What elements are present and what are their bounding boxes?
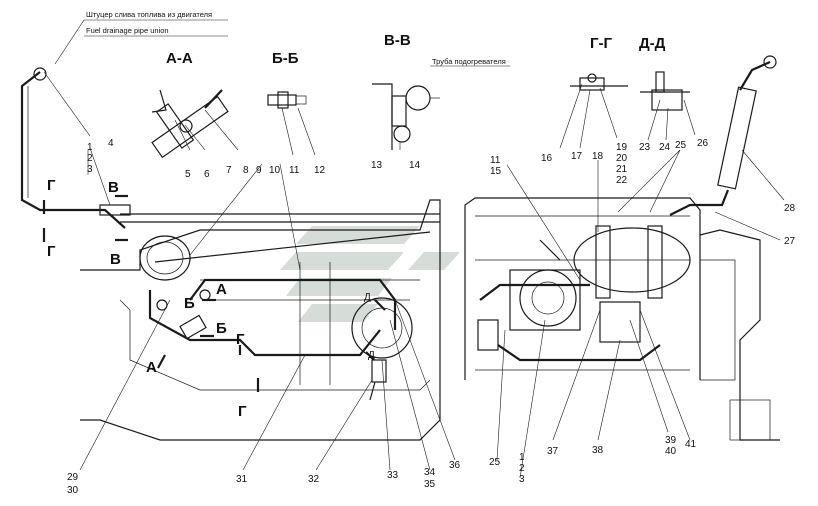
cut-marker-a-top: А [216,281,227,298]
callout-3: 3 [87,164,93,175]
heater-pipe [669,55,777,216]
callout-14: 14 [409,160,421,171]
heater-pipe-label: Труба подогревателя [432,57,506,66]
callout-16: 16 [541,153,553,164]
cut-marker-v-bottom: В [110,251,121,268]
engine-compartment [464,197,780,441]
callout-19: 19 [616,142,628,153]
callout-8: 8 [243,165,249,176]
callout-28: 28 [784,203,796,214]
callout-34: 34 [424,467,436,478]
leader-lines [54,19,785,479]
callout-5: 5 [185,169,191,180]
callout-17: 17 [571,151,583,162]
callout-11: 11 [289,165,300,176]
callout-32: 32 [308,474,320,485]
drain-pipe [20,67,131,229]
callout-21: 21 [616,164,628,175]
detail-vv [372,83,440,150]
detail-gg [570,73,628,91]
callout-3-bottom: 3 [519,474,525,485]
section-title-vv: В-В [384,32,411,49]
cut-marker-b-bottom: Б [216,320,227,337]
callout-39: 39 [665,435,677,446]
section-title-bb: Б-Б [272,50,299,67]
callout-4: 4 [108,138,114,149]
callout-11-right: 11 [490,155,501,166]
callout-27: 27 [784,236,796,247]
callout-31: 31 [236,474,248,485]
cut-marker-v-top: В [108,179,119,196]
cut-marker-g-top: Г [47,177,56,194]
callout-22: 22 [616,175,628,186]
callout-12: 12 [314,165,326,176]
detail-bb [267,91,307,109]
callout-18: 18 [592,151,604,162]
callout-10: 10 [269,165,281,176]
callout-13: 13 [371,160,383,171]
cut-marker-g-mid-bottom: Г [238,403,247,420]
section-title-dd: Д-Д [639,35,666,52]
callout-2: 2 [87,153,93,164]
callout-1: 1 [87,142,93,153]
drain-union-label-ru: Штуцер слива топлива из двигателя [86,10,212,19]
cut-markers [42,194,386,392]
detail-aa [151,89,229,159]
detail-dd [640,71,690,111]
callout-numbers: 1 2 3 4 5 6 7 8 9 10 11 12 13 14 11 15 1… [67,138,796,496]
callout-37: 37 [547,446,559,457]
cut-marker-g-mid-top: Г [236,331,245,348]
callout-36: 36 [449,460,461,471]
callout-26: 26 [697,138,709,149]
callout-7: 7 [226,165,232,176]
callout-38: 38 [592,445,604,456]
drain-union-label-en: Fuel drainage pipe union [86,26,169,35]
callout-9: 9 [256,165,262,176]
callout-23: 23 [639,142,651,153]
section-title-aa: А-А [166,50,193,67]
cut-marker-g-bottom: Г [47,243,56,260]
cut-marker-b-top: Б [184,295,195,312]
callout-41: 41 [685,439,697,450]
cut-marker-a-bottom: А [146,359,157,376]
callout-30: 30 [67,485,79,496]
callout-15: 15 [490,166,502,177]
callout-25-bottom: 25 [489,457,501,468]
cut-marker-d-bottom: Д [368,350,375,361]
callout-33: 33 [387,470,399,481]
callout-20: 20 [616,153,628,164]
callout-29: 29 [67,472,79,483]
callout-2-bottom: 2 [519,463,525,474]
callout-40: 40 [665,446,677,457]
cut-marker-d-top: Д [364,292,371,303]
callout-6: 6 [204,169,210,180]
section-title-gg: Г-Г [590,35,612,52]
tank-assembly [80,199,441,441]
callout-24: 24 [659,142,671,153]
fuel-lines-left [148,231,431,357]
callout-35: 35 [424,479,436,490]
watermark-logo [280,226,460,322]
callout-1-bottom: 1 [519,452,525,463]
callout-25-top: 25 [675,140,687,151]
